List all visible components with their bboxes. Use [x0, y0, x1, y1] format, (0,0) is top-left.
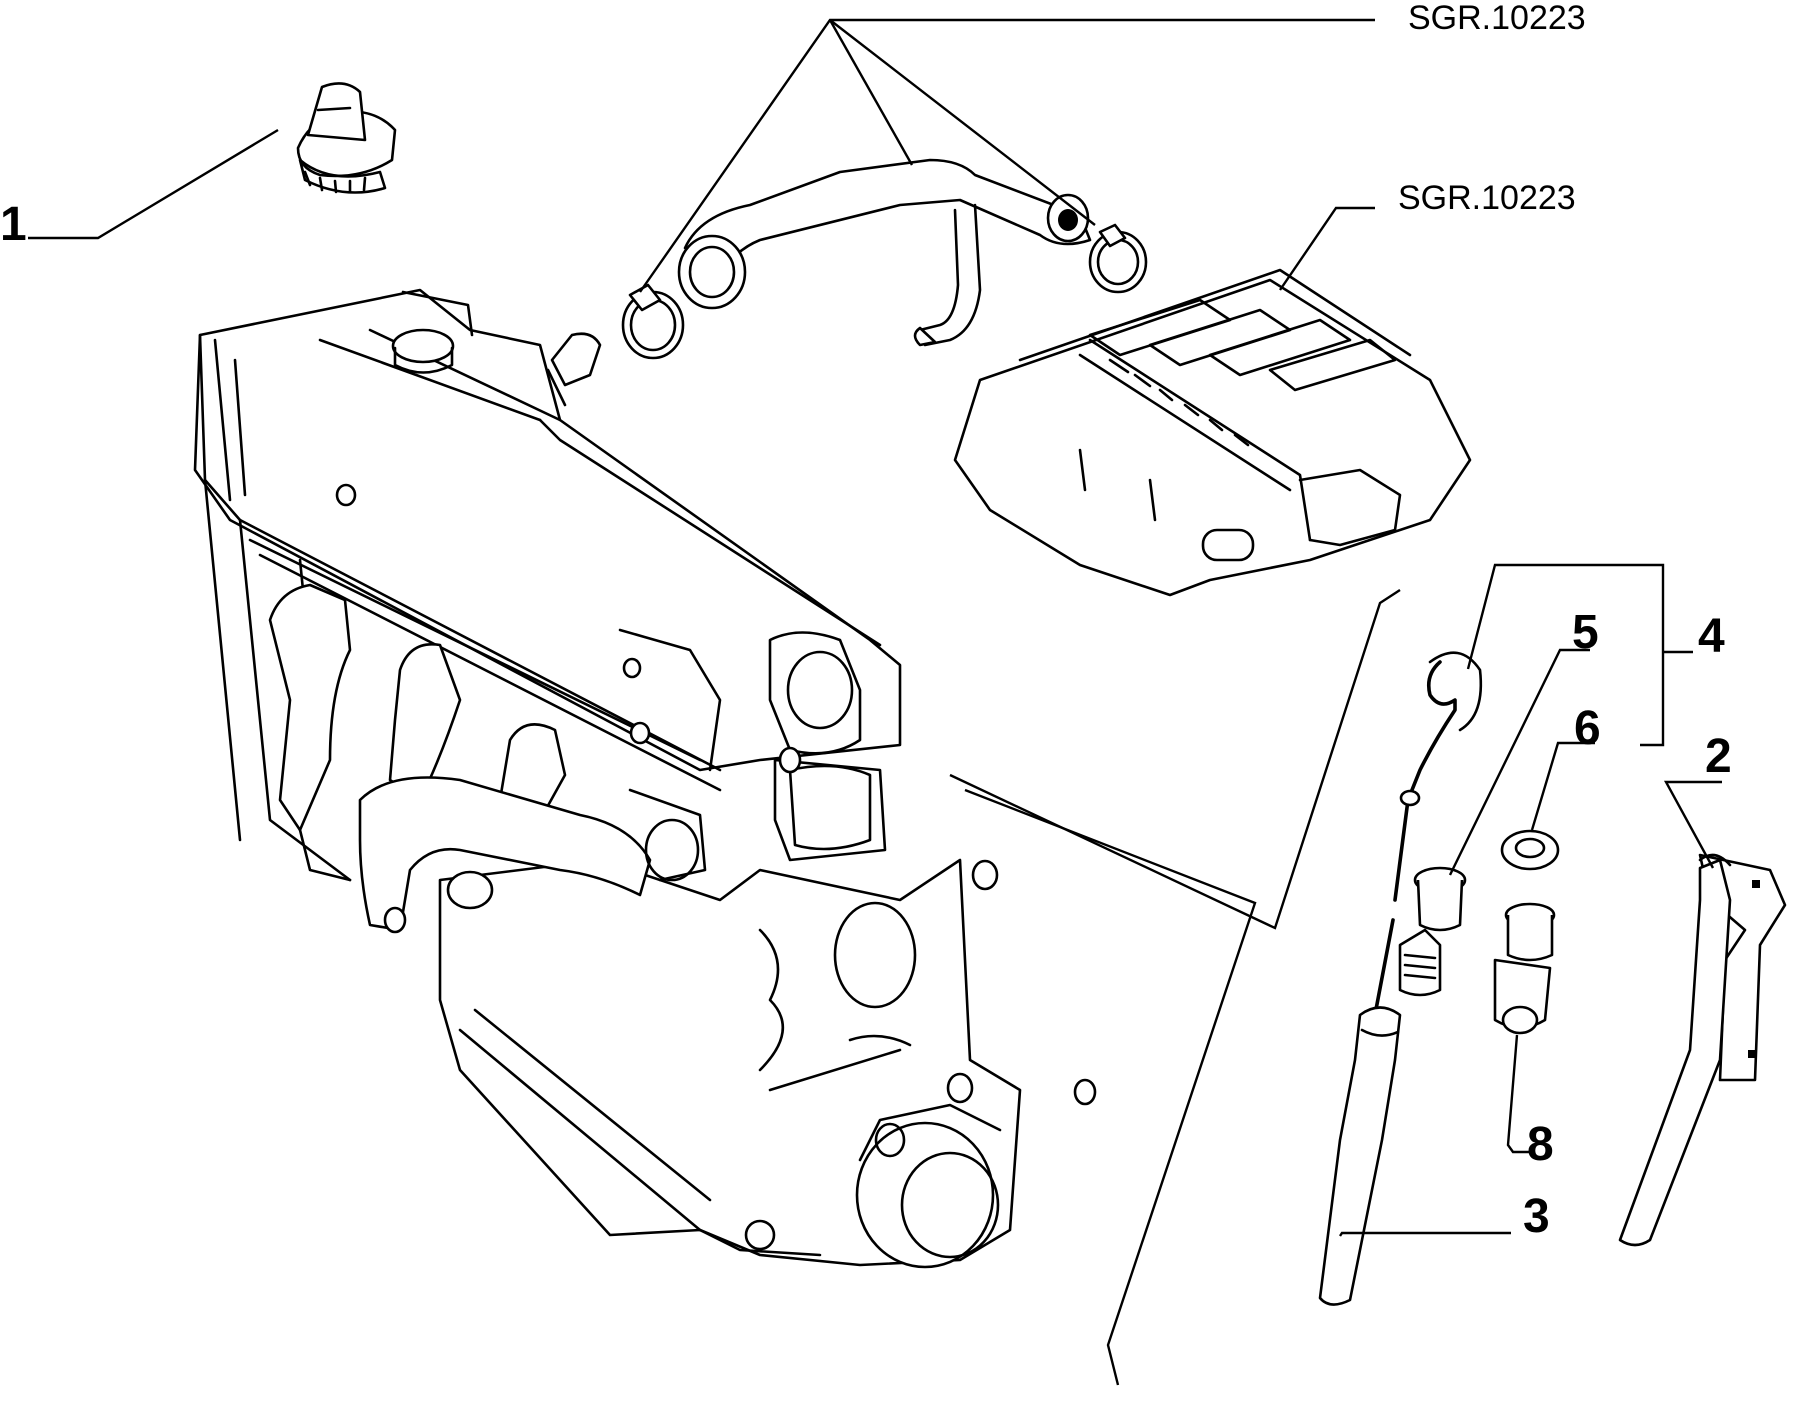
callout-8: 8 — [1527, 1118, 1554, 1171]
dipstick-bracket-icon — [1618, 853, 1787, 1247]
hose-clamp-icon — [621, 283, 685, 360]
reference-label-top: SGR.10223 — [1408, 0, 1586, 37]
breather-hose-icon — [677, 158, 1092, 347]
engine-block-icon — [193, 288, 1097, 1269]
callout-1: 1 — [0, 198, 27, 251]
plug-icon — [1493, 902, 1556, 1035]
callout-5: 5 — [1572, 606, 1599, 659]
leader-lines — [28, 18, 1722, 1386]
plug-icon — [1398, 866, 1467, 997]
callout-3: 3 — [1523, 1190, 1550, 1243]
air-filter-housing-icon — [953, 268, 1472, 597]
reference-label-mid: SGR.10223 — [1398, 179, 1576, 217]
callout-6: 6 — [1574, 702, 1601, 755]
callout-4: 4 — [1698, 610, 1725, 663]
callout-2: 2 — [1705, 730, 1732, 783]
hose-clamp-icon — [1088, 223, 1148, 294]
seal-ring-icon — [1500, 829, 1560, 871]
oil-filler-cap-icon — [296, 82, 397, 194]
dipstick-tube-icon — [1318, 1006, 1402, 1306]
